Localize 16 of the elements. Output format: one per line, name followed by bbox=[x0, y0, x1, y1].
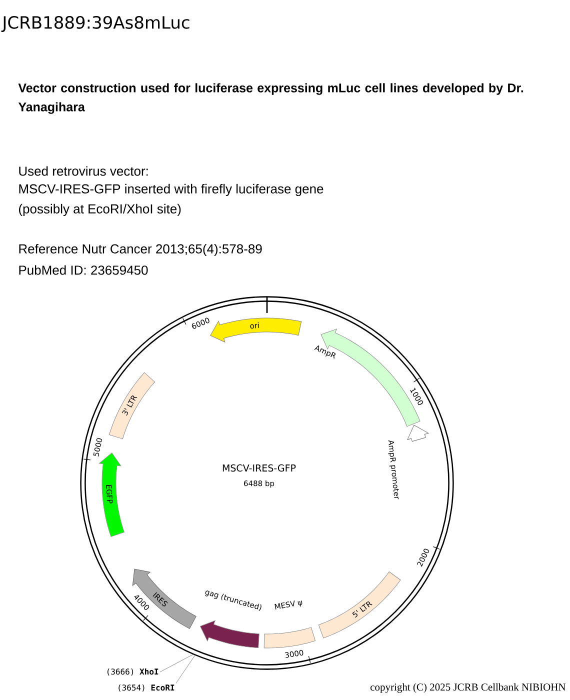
info-text: Reference Nutr Cancer 2013;65(4):578-89 bbox=[19, 244, 262, 256]
page-title: JCRB1889:39As8mLuc bbox=[1, 16, 190, 32]
plasmid-name: MSCV-IRES-GFP bbox=[222, 464, 296, 472]
plasmid-feature bbox=[200, 620, 260, 648]
site-label: (3666) XhoI bbox=[107, 668, 158, 676]
plasmid-feature bbox=[407, 424, 429, 442]
info-text: MSCV-IRES-GFP inserted with firefly luciferase gene bbox=[19, 184, 324, 196]
info-text: PubMed ID: 23659450 bbox=[19, 265, 148, 275]
leader-line bbox=[160, 654, 193, 672]
info-text: Used retrovirus vector: bbox=[19, 166, 148, 176]
site-label: (3654) EcoRI bbox=[118, 684, 174, 692]
leader-line bbox=[176, 655, 196, 684]
heading: Vector construction used for luciferase expressing mLuc cell lines developed by Dr. Yanagihara bbox=[18, 83, 524, 114]
info-text: (possibly at EcoRI/XhoI site) bbox=[19, 204, 181, 216]
copyright-note: copyright (C) 2025 JCRB Cellbank NIBIOHN bbox=[370, 683, 566, 693]
plasmid-feature bbox=[264, 627, 316, 648]
